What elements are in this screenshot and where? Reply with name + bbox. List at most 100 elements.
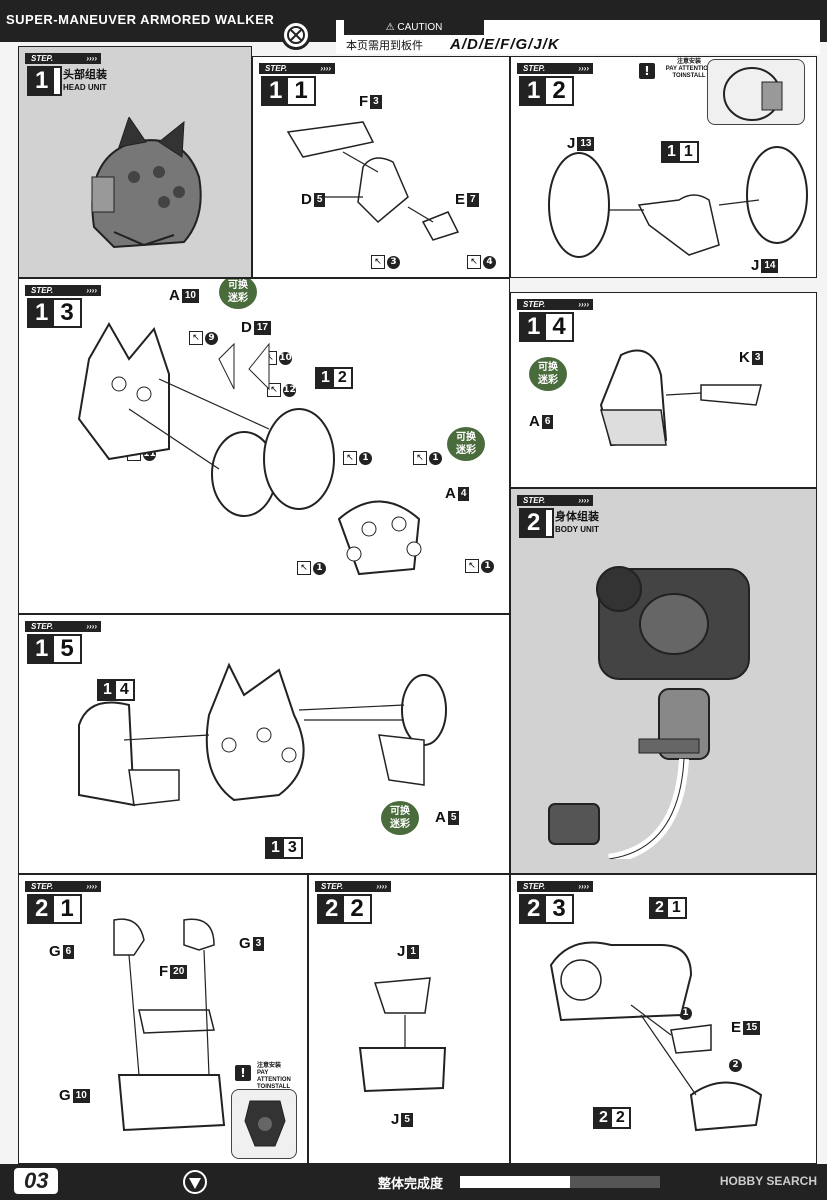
- step-title: 头部组装 HEAD UNIT: [63, 68, 107, 92]
- swap-camo-badge: 可换 迷彩: [447, 427, 485, 461]
- step-tag: STEP.: [25, 881, 101, 892]
- step-2-2-illustration: [358, 977, 447, 1093]
- swap-camo-badge: 可换 迷彩: [529, 357, 567, 391]
- step-1-4-panel: STEP. 14 可换 迷彩 A6 K3: [510, 292, 817, 488]
- progress-bar-fill: [460, 1176, 570, 1188]
- series-title: SUPER-MANEUVER ARMORED WALKER: [6, 12, 275, 27]
- footer-bar: 03 整体完成度 HOBBY SEARCH: [0, 1164, 827, 1200]
- step-1-3-illustration: [77, 321, 422, 576]
- head-unit-illustration: [91, 117, 202, 249]
- progress-label: 整体完成度: [378, 1177, 444, 1192]
- step-1-panel: STEP. 1 头部组装 HEAD UNIT: [18, 46, 252, 278]
- step-2-3-panel: STEP. 23 21 22 E15 1 2: [510, 874, 817, 1164]
- detail-illustration: [244, 1100, 286, 1147]
- step-1-5-illustration: [78, 662, 447, 807]
- swap-camo-badge: 可换 迷彩: [219, 279, 257, 309]
- caution-box: ⚠ CAUTION 本页需用到板件 A/D/E/F/G/J/K: [336, 20, 820, 54]
- step-2-3-illustration: [549, 941, 763, 1132]
- step-1-1-panel: STEP. 11 F3 D5 E7 ↖3 ↖4: [252, 56, 510, 278]
- page-number: 03: [14, 1168, 59, 1194]
- step-1-5-panel: STEP. 15 14 13 可换 迷彩 A5: [18, 614, 510, 874]
- attention-detail-box: [231, 1089, 297, 1159]
- attention-icon: !: [639, 63, 655, 79]
- step-tag: STEP.: [517, 495, 593, 506]
- step-tag: STEP.: [315, 881, 391, 892]
- step-1-2-illustration: [548, 146, 808, 258]
- attention-icon: !: [235, 1065, 251, 1081]
- step-number: 2: [519, 508, 555, 538]
- step-tag: STEP.: [517, 63, 593, 74]
- caution-note: 本页需用到板件: [346, 39, 423, 52]
- step-tag: STEP.: [259, 63, 335, 74]
- sequence-marker: 2: [729, 1059, 742, 1072]
- brand-logo-icon: [281, 20, 311, 50]
- step-tag: STEP.: [25, 285, 101, 296]
- logo-mark-icon: [287, 26, 305, 44]
- tool-marker: ↖4: [467, 255, 496, 269]
- watermark: HOBBY SEARCH: [719, 1174, 817, 1188]
- tool-marker: ↖1: [343, 451, 372, 465]
- tool-marker: ↖1: [297, 561, 326, 575]
- step-1-1-illustration: [286, 121, 460, 241]
- detail-illustration: [723, 67, 783, 121]
- tool-marker: ↖12: [267, 383, 296, 397]
- attention-detail-box: [707, 59, 805, 125]
- step-1-3-panel: STEP. 13 A10 可换 迷彩 D17 12 可换 迷彩 A4 ↖9 ↖1…: [18, 278, 510, 614]
- step-1-4-illustration: [599, 349, 762, 447]
- tool-marker: ↖3: [371, 255, 400, 269]
- step-2-panel: STEP. 2 身体组装 BODY UNIT: [510, 488, 817, 874]
- progress-bar: [460, 1176, 660, 1188]
- brand-logo-icon: [183, 1170, 207, 1194]
- caution-parts-list: A/D/E/F/G/J/K: [450, 36, 560, 53]
- step-tag: STEP.: [517, 881, 593, 892]
- step-2-2-panel: STEP. 22 J1 J5: [308, 874, 510, 1164]
- tool-marker: ↖9: [189, 331, 218, 345]
- step-number: 1: [27, 66, 63, 96]
- step-tag: STEP.: [517, 299, 593, 310]
- tool-marker: ↖1: [465, 559, 494, 573]
- caution-heading: ⚠ CAUTION: [344, 20, 484, 35]
- body-unit-illustration: [548, 566, 750, 859]
- step-tag: STEP.: [25, 53, 101, 64]
- swap-camo-badge: 可换 迷彩: [381, 801, 419, 835]
- step-tag: STEP.: [25, 621, 101, 632]
- tool-marker: ↖1: [413, 451, 442, 465]
- step-2-1-illustration: [113, 918, 226, 1132]
- step-title: 身体组装 BODY UNIT: [555, 510, 599, 534]
